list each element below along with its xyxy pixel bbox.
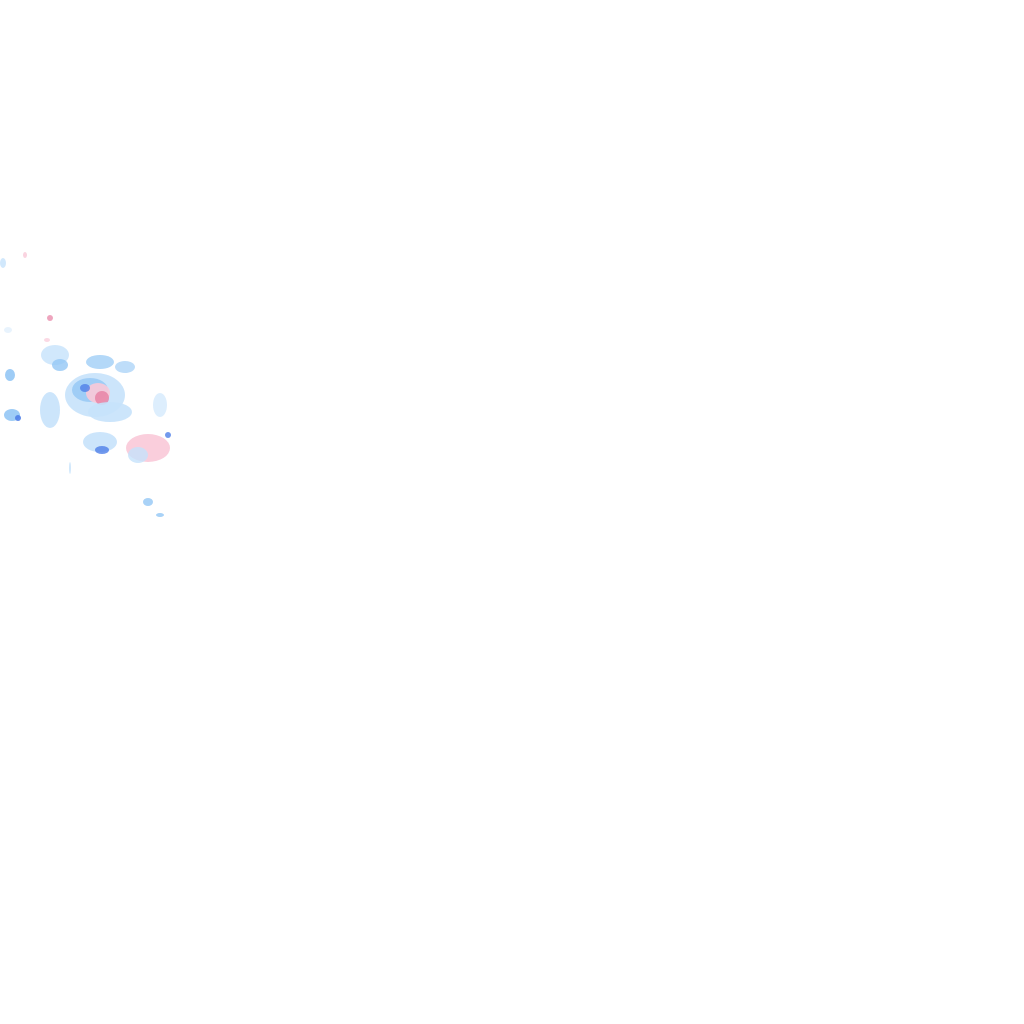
- precipitation-cell-icon: [128, 447, 148, 463]
- precipitation-cell-icon: [15, 415, 21, 421]
- precipitation-cell-icon: [95, 391, 109, 405]
- precipitation-cell-icon: [95, 446, 109, 454]
- precipitation-cell-icon: [44, 338, 50, 342]
- precipitation-cell-icon: [165, 432, 171, 438]
- precipitation-cell-icon: [52, 359, 68, 371]
- precipitation-cell-icon: [23, 252, 27, 258]
- precipitation-cell-icon: [143, 498, 153, 506]
- precipitation-cell-icon: [88, 402, 132, 422]
- precipitation-cell-icon: [80, 384, 90, 392]
- precipitation-cell-icon: [83, 432, 117, 452]
- precipitation-cell-icon: [86, 355, 114, 369]
- precipitation-cell-icon: [69, 462, 71, 474]
- precipitation-cell-icon: [47, 315, 53, 321]
- precipitation-cell-icon: [5, 369, 15, 381]
- precipitation-cell-icon: [4, 327, 12, 333]
- precipitation-cell-icon: [40, 392, 60, 428]
- precipitation-cell-icon: [115, 361, 135, 373]
- precipitation-layer: [0, 252, 171, 517]
- precipitation-cell-icon: [153, 393, 167, 417]
- precipitation-cell-icon: [156, 513, 164, 517]
- precipitation-cell-icon: [0, 258, 6, 268]
